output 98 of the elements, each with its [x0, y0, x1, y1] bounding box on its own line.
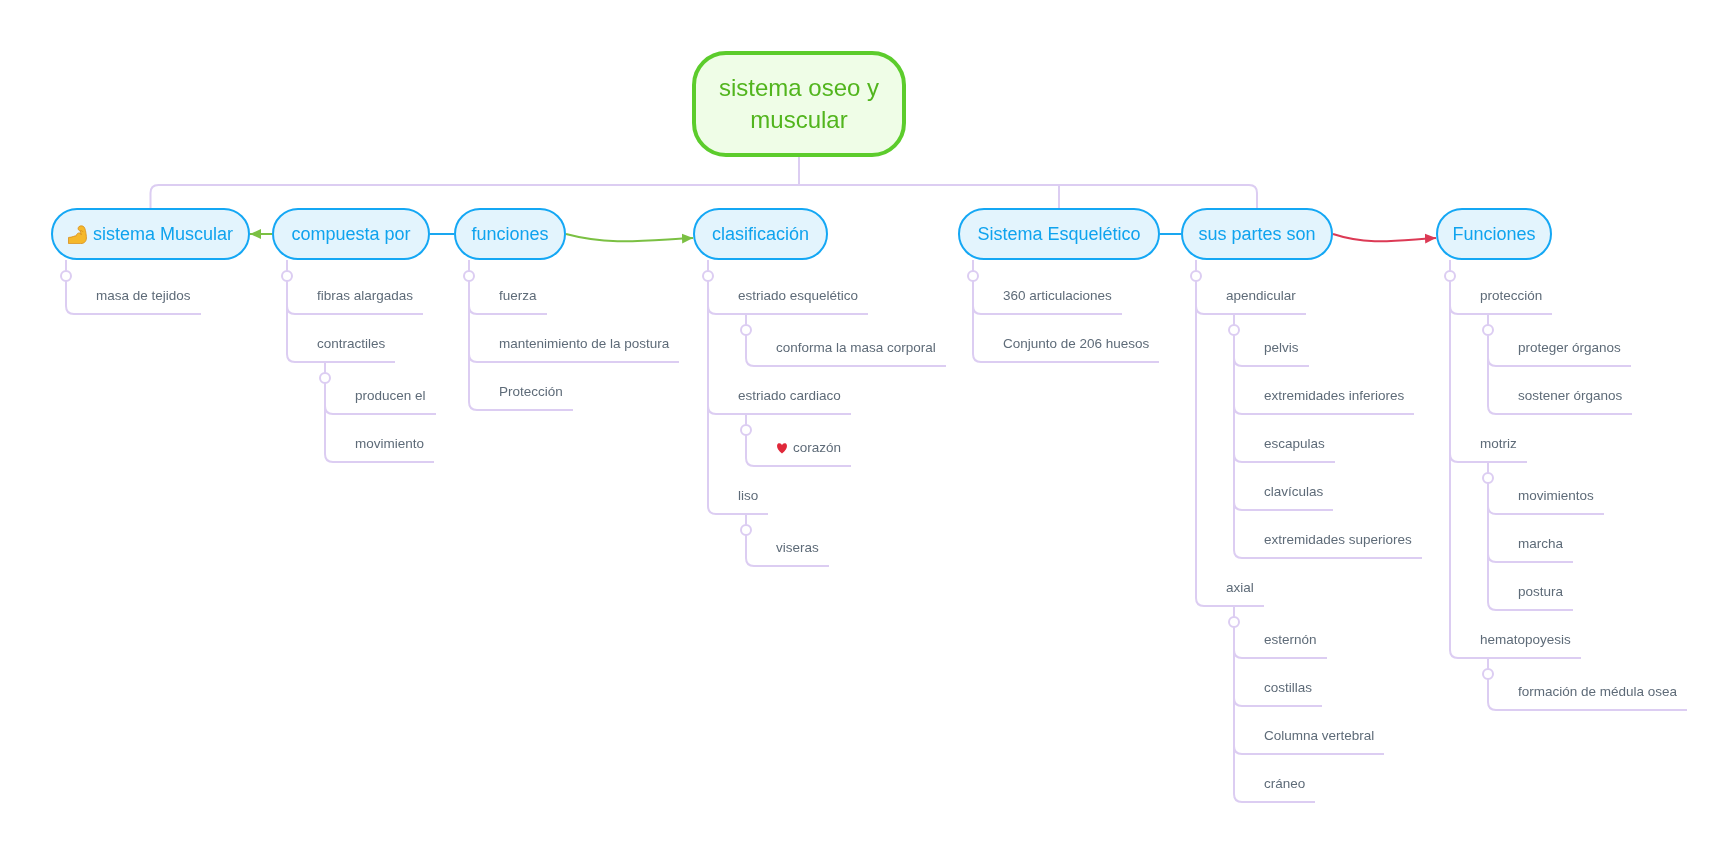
branch-line: [972, 259, 974, 307]
branch-line: [1487, 553, 1497, 611]
subtopic-label: protección: [1480, 287, 1543, 305]
branch-line: [1195, 259, 1197, 307]
branch-line: [286, 305, 296, 363]
topic-label: sistema Muscular: [92, 222, 233, 246]
subtopic-label: producen el: [355, 387, 426, 405]
branch-line: [1487, 505, 1489, 555]
topic-label: Sistema Esquelético: [977, 222, 1141, 246]
branch-line: [1058, 184, 1060, 209]
topic-pill: [272, 208, 430, 260]
branch-line: [468, 305, 470, 355]
subtopic-label: pelvis: [1264, 339, 1299, 357]
subtopic-label: cráneo: [1264, 775, 1306, 793]
subtopic-label: extremidades superiores: [1264, 531, 1412, 549]
subtopic-label: sostener órganos: [1518, 387, 1623, 405]
subtopic-label: formación de médula osea: [1518, 683, 1678, 701]
subtopic-label: marcha: [1518, 535, 1563, 553]
topic-pill: [454, 208, 566, 260]
subtopic-label: mantenimiento de la postura: [499, 335, 670, 353]
relationship-arrow: [1332, 233, 1437, 244]
subtopic-label: corazón: [793, 439, 842, 457]
branch-line: [1487, 462, 1489, 507]
branch-line: [972, 305, 982, 363]
branch-line: [1233, 357, 1235, 407]
subtopic-label: fibras alargadas: [317, 287, 414, 305]
branch-line: [468, 259, 470, 307]
relationship-arrow: [565, 233, 694, 244]
connector-line: [1159, 233, 1182, 235]
subtopic-label: Columna vertebral: [1264, 727, 1375, 745]
subtopic-label: escapulas: [1264, 435, 1325, 453]
branch-line: [1233, 501, 1243, 559]
branch-line: [707, 259, 709, 307]
subtopic-label: liso: [738, 487, 759, 505]
subtopic-label: costillas: [1264, 679, 1312, 697]
relationship-arrow: [249, 229, 273, 239]
subtopic-label: contractiles: [317, 335, 386, 353]
branch-line: [1233, 697, 1235, 747]
branch-line: [1487, 357, 1497, 415]
subtopic-label: estriado cardiaco: [738, 387, 841, 405]
branch-line: [745, 314, 755, 367]
branch-line: [1233, 453, 1235, 503]
topic-pill: [693, 208, 828, 260]
connector-line: [429, 233, 455, 235]
branch-line: [1233, 606, 1235, 651]
topic-label: compuesta por: [291, 222, 411, 246]
subtopic-label: fuerza: [499, 287, 537, 305]
branch-line: [286, 259, 288, 307]
subtopic-label: viseras: [776, 539, 819, 557]
topic-pill: [1436, 208, 1552, 260]
subtopic-label: motriz: [1480, 435, 1517, 453]
topic-label: sus partes son: [1198, 222, 1316, 246]
branch-line: [1487, 314, 1489, 359]
branch-line: [1233, 405, 1235, 455]
subtopic-label: proteger órganos: [1518, 339, 1621, 357]
subtopic-label: masa de tejidos: [96, 287, 191, 305]
topic-pill: [51, 208, 250, 260]
subtopic-label: postura: [1518, 583, 1564, 601]
branch-line: [1058, 184, 1258, 209]
branch-line: [798, 156, 800, 186]
topic-pill: [958, 208, 1160, 260]
subtopic-label: movimientos: [1518, 487, 1594, 505]
subtopic-label: clavículas: [1264, 483, 1324, 501]
subtopic-label: Protección: [499, 383, 563, 401]
subtopic-label: esternón: [1264, 631, 1317, 649]
topic-label: Funciones: [1452, 222, 1536, 246]
topic-label: clasificación: [711, 222, 809, 246]
branch-line: [1233, 314, 1235, 359]
topic-pill: [1181, 208, 1333, 260]
subtopic-label: estriado esquelético: [738, 287, 859, 305]
branch-line: [745, 514, 755, 567]
branch-line: [707, 405, 717, 515]
branch-line: [1449, 305, 1451, 455]
branch-line: [1195, 305, 1205, 607]
subtopic-label: extremidades inferiores: [1264, 387, 1405, 405]
topic-label: sistema oseo y muscular: [717, 73, 881, 135]
branch-line: [324, 405, 334, 463]
branch-line: [1233, 745, 1243, 803]
branch-line: [65, 259, 75, 315]
subtopic-label: hematopoyesis: [1480, 631, 1571, 649]
branch-line: [1233, 649, 1235, 699]
branch-line: [468, 353, 478, 411]
subtopic-label: apendicular: [1226, 287, 1296, 305]
branch-line: [745, 414, 755, 467]
branch-line: [798, 184, 1060, 186]
branch-line: [324, 362, 326, 407]
subtopic-label: axial: [1226, 579, 1254, 597]
branch-line: [1449, 259, 1451, 307]
subtopic-label: conforma la masa corporal: [776, 339, 936, 357]
topic-label: funciones: [471, 222, 549, 246]
central-topic: [692, 51, 906, 157]
subtopic-label: 360 articulaciones: [1003, 287, 1112, 305]
branch-line: [149, 184, 800, 209]
subtopic-label: movimiento: [355, 435, 425, 453]
branch-line: [707, 305, 709, 407]
branch-line: [1449, 453, 1459, 659]
subtopic-label: Conjunto de 206 huesos: [1003, 335, 1150, 353]
branch-line: [1487, 658, 1497, 711]
